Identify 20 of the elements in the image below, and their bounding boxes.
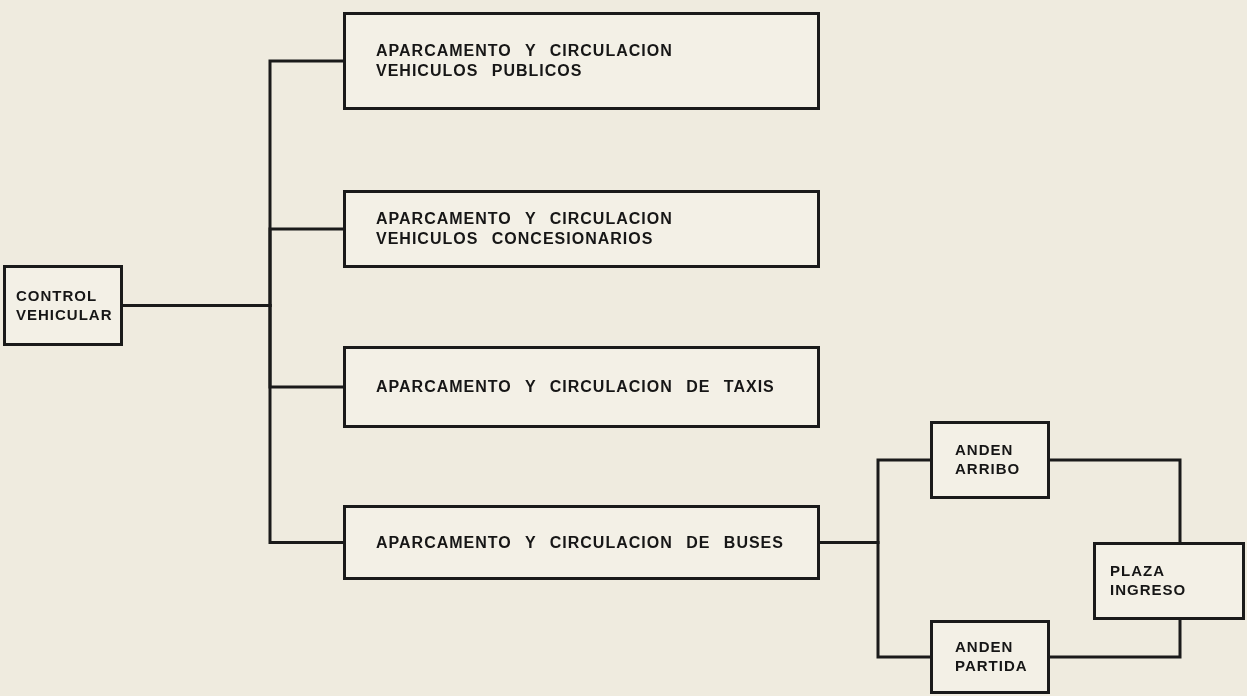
box-label: ANDEN PARTIDA: [955, 638, 1028, 676]
process-box: [3, 265, 123, 346]
connector-line: [123, 304, 343, 544]
connector-line: [820, 541, 930, 659]
box-label: APARCAMENTO Y CIRCULACION VEHICULOS PUBLICOS: [376, 41, 674, 81]
box-label: APARCAMENTO Y CIRCULACION DE TAXIS: [376, 377, 775, 397]
box-label: APARCAMENTO Y CIRCULACION DE BUSES: [376, 532, 784, 553]
process-box: [930, 620, 1050, 694]
box-label: ANDEN ARRIBO: [955, 441, 1022, 479]
process-box: [343, 505, 820, 580]
box-label: PLAZA INGRESO: [1110, 562, 1188, 600]
connector-line: [1050, 620, 1182, 659]
box-label: CONTROL VEHICULAR: [16, 286, 113, 325]
box-label: APARCAMENTO Y CIRCULACION VEHICULOS CONCESIONARIOS: [376, 209, 674, 249]
process-box: [343, 12, 820, 110]
process-box: [1093, 542, 1245, 620]
connector-line: [1050, 458, 1182, 542]
process-box: [343, 346, 820, 428]
process-box: [343, 190, 820, 268]
process-box: [930, 421, 1050, 499]
